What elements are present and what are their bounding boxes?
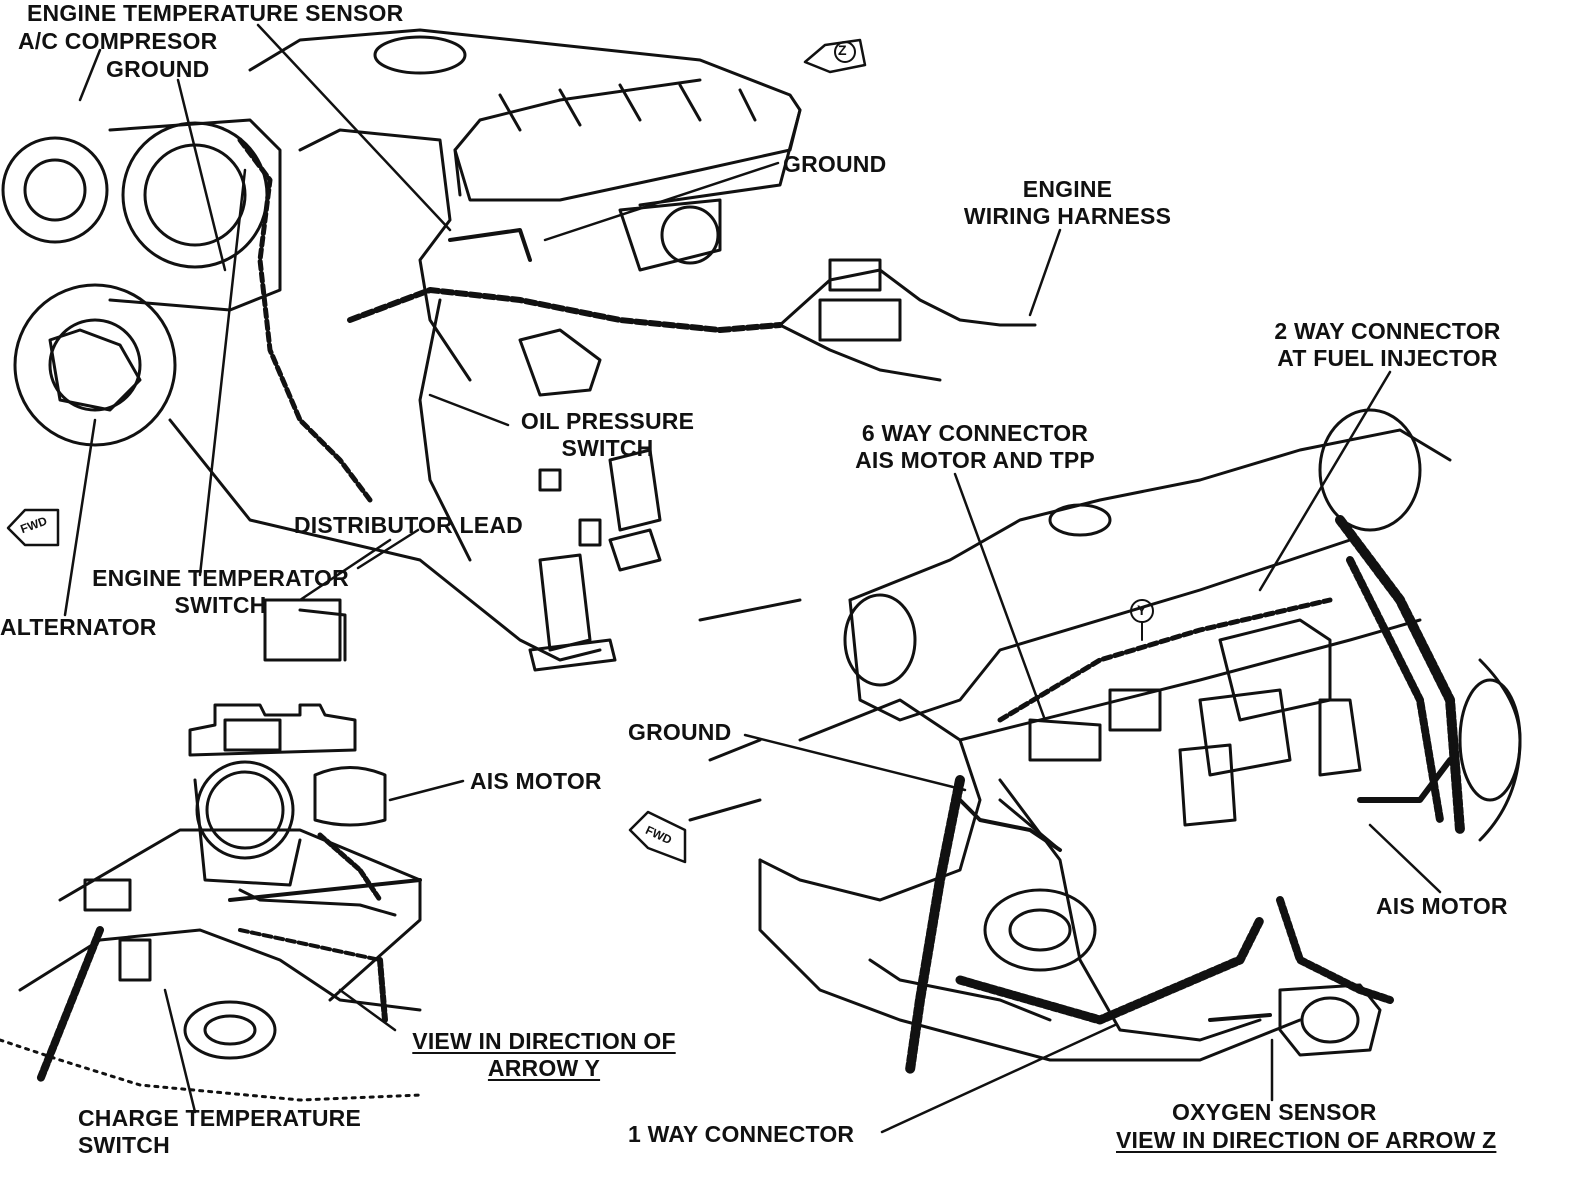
label-view-arrow-z: VIEW IN DIRECTION OF ARROW Z: [1116, 1127, 1497, 1153]
label-ais-motor-right: AIS MOTOR: [1376, 893, 1508, 919]
label-charge-temperature-switch: CHARGE TEMPERATURE SWITCH: [78, 1105, 362, 1158]
label-ground-right: GROUND: [628, 719, 732, 745]
label-oxygen-sensor: OXYGEN SENSOR: [1172, 1099, 1377, 1125]
label-view-arrow-y: VIEW IN DIRECTION OF ARROW Y: [412, 1028, 676, 1081]
label-6-way-connector: 6 WAY CONNECTOR AIS MOTOR AND TPP: [855, 420, 1095, 473]
label-engine-temperature-sensor: ENGINE TEMPERATURE SENSOR: [27, 0, 404, 26]
label-ground-top-left: GROUND: [106, 56, 210, 82]
view-y-drawing: [0, 703, 422, 1102]
label-alternator: ALTERNATOR: [0, 614, 157, 640]
label-oil-pressure-switch: OIL PRESSURE SWITCH: [520, 408, 695, 461]
label-engine-temperator-switch: ENGINE TEMPERATOR SWITCH: [92, 565, 349, 618]
label-ground-top-mid: GROUND: [783, 151, 887, 177]
top-engine-drawing: [1, 28, 1037, 672]
label-1-way-connector: 1 WAY CONNECTOR: [628, 1121, 855, 1147]
label-engine-wiring-harness: ENGINE WIRING HARNESS: [963, 176, 1172, 229]
view-z-drawing: [628, 408, 1522, 1075]
leader-lines: [63, 23, 1442, 1134]
arrow-y-marker: Y: [1137, 602, 1147, 618]
arrow-z-marker: Z: [838, 42, 847, 58]
label-ais-motor-left: AIS MOTOR: [470, 768, 602, 794]
label-2-way-connector: 2 WAY CONNECTOR AT FUEL INJECTOR: [1274, 318, 1501, 371]
label-ac-compressor: A/C COMPRESOR: [18, 28, 218, 54]
label-distributor-lead: DISTRIBUTOR LEAD: [294, 512, 523, 538]
